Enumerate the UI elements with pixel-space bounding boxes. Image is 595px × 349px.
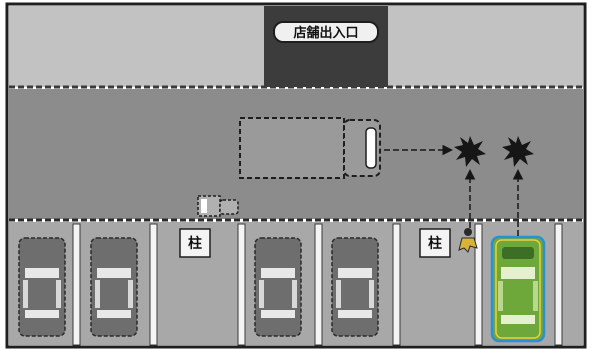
stall-dividers bbox=[72, 223, 563, 346]
pillar-label: 柱 bbox=[428, 235, 442, 252]
entrance-label: 店舗出入口 bbox=[293, 25, 358, 41]
parked-car-icon bbox=[331, 237, 379, 337]
highlighted-car-icon bbox=[490, 235, 546, 343]
parked-car-icon bbox=[18, 237, 66, 337]
parked-car-icon bbox=[90, 237, 138, 337]
entrance-label-box bbox=[273, 21, 379, 43]
pillar-1: 柱 bbox=[179, 228, 211, 258]
arrow-icon bbox=[384, 144, 524, 236]
truck-icon bbox=[239, 117, 381, 179]
small-truck-icon bbox=[197, 195, 239, 217]
collision-burst-icon bbox=[502, 136, 534, 167]
collision-burst-icon bbox=[454, 136, 486, 167]
parked-car-icon bbox=[254, 237, 302, 337]
pillar-2: 柱 bbox=[419, 228, 451, 258]
store-entrance bbox=[264, 6, 388, 87]
pillar-label: 柱 bbox=[188, 235, 202, 252]
pedestrian-icon bbox=[458, 228, 478, 253]
